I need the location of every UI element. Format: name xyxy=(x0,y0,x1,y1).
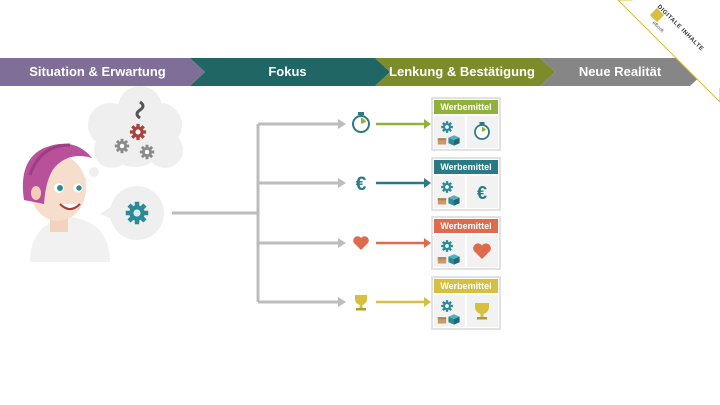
connector-lines xyxy=(172,122,338,304)
euro-icon: € xyxy=(356,174,367,195)
step-bar-fokus xyxy=(190,58,390,86)
speech-bubble xyxy=(100,186,164,240)
card-4 xyxy=(431,276,501,330)
card-1 xyxy=(431,97,501,151)
step-bar-neue-realitaet xyxy=(540,58,705,86)
step-bar-lenkung xyxy=(375,58,555,86)
svg-text:€: € xyxy=(477,183,487,203)
card-2-title: Werbemittel xyxy=(440,162,492,172)
person-illustration xyxy=(22,143,110,262)
badge-logo-icon xyxy=(649,7,665,23)
step-lenkung-label: Lenkung & Bestätigung xyxy=(389,64,535,79)
smoke-icon xyxy=(135,100,145,120)
card-2: € xyxy=(431,157,501,211)
card-4-title: Werbemittel xyxy=(440,281,492,291)
step-situation-label: Situation & Erwartung xyxy=(29,64,166,79)
trophy-icon xyxy=(355,295,367,311)
corner-badge xyxy=(617,0,720,103)
heart-icon xyxy=(353,236,369,250)
card-3 xyxy=(431,216,501,270)
step-neue-realitaet-label: Neue Realität xyxy=(578,64,662,79)
card-3-title: Werbemittel xyxy=(440,221,492,231)
step-fokus-label: Fokus xyxy=(268,64,307,79)
stopwatch-icon xyxy=(352,112,370,133)
step-bar-situation xyxy=(0,58,205,86)
cloud-gears-icon xyxy=(114,100,155,160)
thought-cloud xyxy=(81,86,183,183)
process-band xyxy=(0,58,705,86)
card-1-title: Werbemittel xyxy=(440,102,492,112)
